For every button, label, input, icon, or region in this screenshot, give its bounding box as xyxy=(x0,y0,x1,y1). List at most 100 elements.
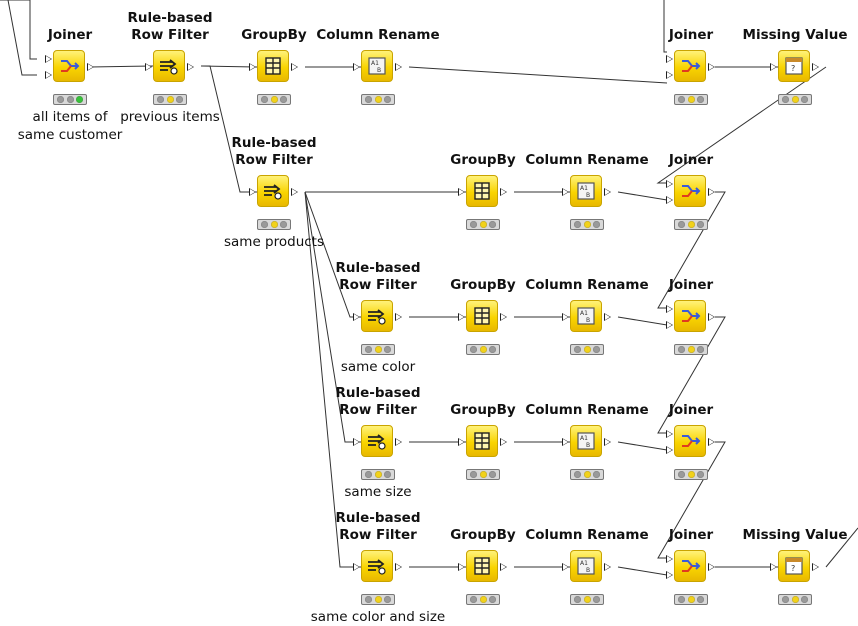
output-port[interactable] xyxy=(604,438,611,446)
rowfilter-node[interactable] xyxy=(353,425,402,459)
input-port[interactable] xyxy=(353,313,360,321)
input-port[interactable] xyxy=(458,438,465,446)
connection xyxy=(825,527,858,568)
output-port[interactable] xyxy=(604,563,611,571)
input-port[interactable] xyxy=(666,430,673,438)
output-port[interactable] xyxy=(291,63,298,71)
input-port[interactable] xyxy=(666,571,673,579)
status-light xyxy=(583,471,591,478)
input-port[interactable] xyxy=(666,446,673,454)
joiner-node[interactable] xyxy=(666,300,715,334)
input-port[interactable] xyxy=(458,188,465,196)
input-port[interactable] xyxy=(145,63,152,71)
groupby-icon xyxy=(257,50,289,82)
output-port[interactable] xyxy=(395,563,402,571)
status-light xyxy=(364,596,372,603)
output-port[interactable] xyxy=(708,313,715,321)
node-status-indicator xyxy=(466,219,500,230)
input-port[interactable] xyxy=(353,438,360,446)
output-port[interactable] xyxy=(812,63,819,71)
output-port[interactable] xyxy=(500,188,507,196)
output-port[interactable] xyxy=(500,563,507,571)
status-light xyxy=(76,96,84,103)
output-port[interactable] xyxy=(708,63,715,71)
status-light xyxy=(687,221,695,228)
status-light xyxy=(583,221,591,228)
node-label: same products xyxy=(223,234,325,250)
groupby-node[interactable] xyxy=(458,550,507,584)
joiner-node[interactable] xyxy=(666,550,715,584)
output-port[interactable] xyxy=(604,188,611,196)
groupby-icon xyxy=(466,175,498,207)
node-status-indicator xyxy=(674,594,708,605)
input-port[interactable] xyxy=(770,63,777,71)
node-title: Joiner xyxy=(668,27,714,43)
input-port[interactable] xyxy=(666,180,673,188)
input-port[interactable] xyxy=(458,313,465,321)
output-port[interactable] xyxy=(187,63,194,71)
input-port[interactable] xyxy=(666,305,673,313)
node-status-indicator xyxy=(153,94,187,105)
connection xyxy=(304,191,361,318)
joiner-node[interactable] xyxy=(666,425,715,459)
node-status-indicator xyxy=(466,469,500,480)
output-port[interactable] xyxy=(500,438,507,446)
output-port[interactable] xyxy=(708,438,715,446)
output-port[interactable] xyxy=(291,188,298,196)
input-port[interactable] xyxy=(562,188,569,196)
input-port[interactable] xyxy=(249,63,256,71)
input-port[interactable] xyxy=(562,438,569,446)
input-port[interactable] xyxy=(770,563,777,571)
rowfilter-node[interactable] xyxy=(145,50,194,84)
output-port[interactable] xyxy=(500,313,507,321)
rowfilter-node[interactable] xyxy=(249,175,298,209)
connection xyxy=(617,191,668,201)
output-port[interactable] xyxy=(87,63,94,71)
input-port[interactable] xyxy=(666,555,673,563)
output-port[interactable] xyxy=(812,563,819,571)
status-light xyxy=(583,346,591,353)
groupby-node[interactable] xyxy=(458,300,507,334)
input-port[interactable] xyxy=(45,71,52,79)
status-light xyxy=(156,96,164,103)
input-port[interactable] xyxy=(666,321,673,329)
status-light xyxy=(364,346,372,353)
input-port[interactable] xyxy=(666,71,673,79)
missing-node[interactable]: ? xyxy=(770,550,819,584)
input-port[interactable] xyxy=(666,55,673,63)
groupby-node[interactable] xyxy=(458,175,507,209)
input-port[interactable] xyxy=(353,63,360,71)
status-light xyxy=(677,471,685,478)
groupby-node[interactable] xyxy=(458,425,507,459)
status-light xyxy=(687,96,695,103)
input-port[interactable] xyxy=(666,196,673,204)
input-port[interactable] xyxy=(562,313,569,321)
input-port[interactable] xyxy=(249,188,256,196)
output-port[interactable] xyxy=(604,313,611,321)
output-port[interactable] xyxy=(395,438,402,446)
rowfilter-node[interactable] xyxy=(353,550,402,584)
rowfilter-node[interactable] xyxy=(353,300,402,334)
joiner-node[interactable] xyxy=(666,50,715,84)
input-port[interactable] xyxy=(45,55,52,63)
node-title: Joiner xyxy=(668,277,714,293)
output-port[interactable] xyxy=(395,313,402,321)
groupby-node[interactable] xyxy=(249,50,298,84)
input-port[interactable] xyxy=(458,563,465,571)
output-port[interactable] xyxy=(708,188,715,196)
joiner-node[interactable] xyxy=(666,175,715,209)
missing-node[interactable]: ? xyxy=(770,50,819,84)
joiner-node[interactable] xyxy=(45,50,94,84)
output-port[interactable] xyxy=(708,563,715,571)
output-port[interactable] xyxy=(395,63,402,71)
input-port[interactable] xyxy=(562,563,569,571)
joiner-icon xyxy=(674,550,706,582)
input-port[interactable] xyxy=(353,563,360,571)
